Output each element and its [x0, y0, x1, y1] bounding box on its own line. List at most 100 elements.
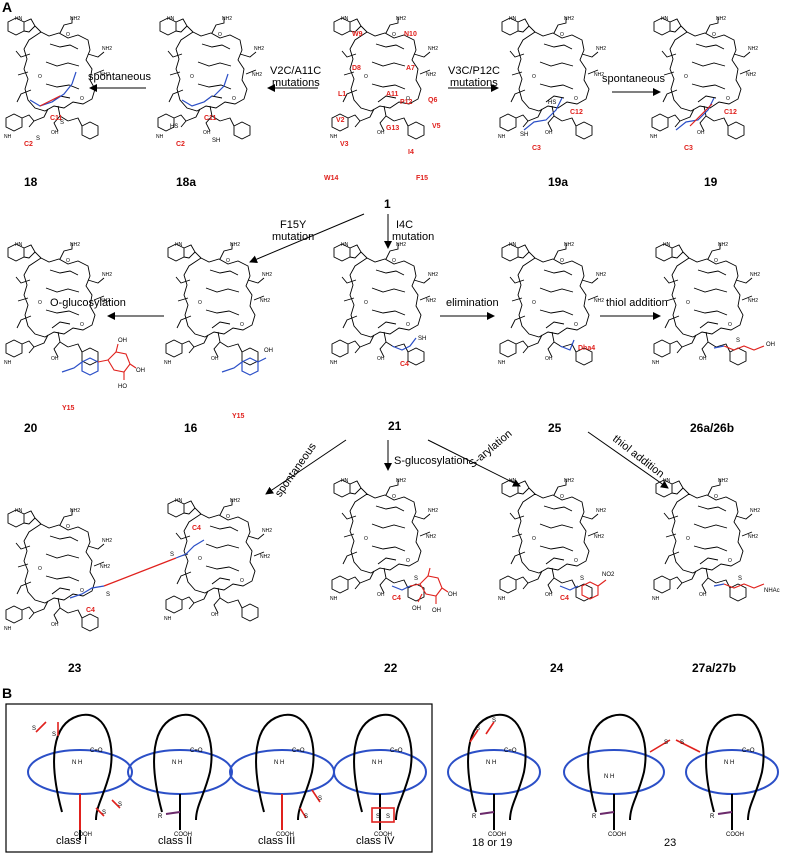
- tyrosine-16: [221, 357, 267, 376]
- ciii-s2: S: [304, 814, 308, 820]
- res-1-d8: D8: [352, 65, 361, 72]
- ciii-s1: S: [318, 796, 322, 802]
- cys-26: [713, 345, 725, 349]
- c23-s1: S: [664, 740, 668, 746]
- sh-21: SH: [418, 336, 426, 342]
- res-1-w9: W9: [352, 31, 363, 38]
- c18-nh: N H: [486, 760, 496, 766]
- compound-20: 20: [24, 421, 38, 435]
- structure-23-right: [163, 497, 273, 623]
- label-f15y-1: F15Y: [280, 219, 307, 231]
- compound-1: 1: [384, 197, 391, 211]
- cii-co: C=O: [190, 748, 203, 754]
- res-1-f15: F15: [416, 175, 428, 182]
- res-18-c2: C2: [24, 141, 33, 148]
- label-v3c-p12c-2: mutations: [450, 77, 498, 89]
- arrow-spontaneous-diag: [265, 439, 347, 495]
- thiols-18a: [181, 73, 229, 107]
- sh-19a: SH: [520, 132, 528, 138]
- structure-22: [329, 477, 439, 603]
- disulfide-19a: [523, 97, 563, 131]
- glucose-20: [97, 343, 137, 380]
- c18-co: C=O: [504, 748, 517, 754]
- cys-27: [713, 583, 725, 587]
- ci-s3: S: [118, 802, 122, 808]
- ci-nh: N H: [72, 760, 82, 766]
- ciii-co: C=O: [292, 748, 305, 754]
- s-24: S: [580, 576, 584, 582]
- cysteine-21: [391, 337, 417, 351]
- c18-r: R: [472, 814, 477, 820]
- label-thiol-addition-top: thiol addition: [606, 297, 668, 309]
- label-v3c-p12c-1: V3C/P12C: [448, 65, 500, 77]
- structure-24: [497, 477, 607, 603]
- cys-23: [69, 539, 205, 599]
- c23-nh2: N H: [724, 760, 734, 766]
- oh-22-2: OH: [432, 608, 441, 614]
- res-18-c11: C11: [50, 115, 63, 122]
- label-class-iii: class III: [258, 835, 295, 847]
- panel-a-label: A: [2, 0, 12, 15]
- res-1-v3: V3: [340, 141, 349, 148]
- dha-25: [559, 339, 575, 351]
- res-1-a11: A11: [386, 91, 399, 98]
- compound-18: 18: [24, 175, 38, 189]
- schematic-class-i: [27, 713, 133, 840]
- label-18-or-19: 18 or 19: [472, 837, 512, 849]
- tyrosine-20: [61, 357, 99, 376]
- structure-1: [329, 15, 439, 141]
- cys-24: [559, 585, 579, 591]
- res-19-c3: C3: [684, 145, 693, 152]
- schematic-class-iv: [333, 713, 427, 830]
- res-1-i4: I4: [408, 149, 414, 156]
- ciii-cooh: COOH: [276, 832, 294, 838]
- res-1-l1: L1: [338, 91, 346, 98]
- arrow-s-arylation: [427, 439, 521, 487]
- compound-16: 16: [184, 421, 198, 435]
- arrow-f15y: [249, 213, 365, 263]
- res-1-n10: N10: [404, 31, 417, 38]
- compound-27: 27a/27b: [692, 661, 736, 675]
- cii-cooh: COOH: [174, 832, 192, 838]
- structure-21: [329, 241, 439, 367]
- res-1-v5: V5: [432, 123, 441, 130]
- s-27: S: [738, 576, 742, 582]
- schematic-18-or-19: [447, 713, 541, 830]
- label-23: 23: [664, 837, 676, 849]
- ci-cooh: COOH: [74, 832, 92, 838]
- s-22: S: [414, 576, 418, 582]
- c23-nh1: N H: [604, 774, 614, 780]
- compound-22: 22: [384, 661, 398, 675]
- res-25-dha4: Dha4: [578, 345, 595, 352]
- s-26: S: [736, 338, 740, 344]
- res-1-q6: Q6: [428, 97, 437, 104]
- c23-co2: C=O: [742, 748, 755, 754]
- ss-bond-19: [689, 103, 713, 127]
- label-class-i: class I: [56, 835, 87, 847]
- civ-nh: N H: [372, 760, 382, 766]
- label-i4c-1: I4C: [396, 219, 413, 231]
- structure-19a: [497, 15, 607, 141]
- c23-s2: S: [680, 740, 684, 746]
- compound-26: 26a/26b: [690, 421, 734, 435]
- ss-bond-18: [39, 95, 61, 107]
- res-19-c12: C12: [724, 109, 737, 116]
- ci-s1: S: [32, 726, 36, 732]
- oh-20-2: OH: [136, 368, 145, 374]
- structure-16: [163, 241, 273, 367]
- label-spontaneous-diag: spontaneous: [273, 440, 319, 499]
- res-23-c4-left: C4: [86, 607, 95, 614]
- cii-r: R: [158, 814, 163, 820]
- c23-r1: R: [592, 814, 597, 820]
- res-1-a7: A7: [406, 65, 415, 72]
- label-class-iv: class IV: [356, 835, 395, 847]
- structure-19: [649, 15, 759, 141]
- hs-19a: HS: [548, 100, 556, 106]
- no2-24: NO2: [602, 572, 615, 578]
- res-23-c4-right: C4: [192, 525, 201, 532]
- label-spontaneous-left: spontaneous: [88, 71, 151, 83]
- res-1-p12: P12: [400, 99, 413, 106]
- structure-23-left: [3, 507, 113, 633]
- disulfide-18: [29, 71, 77, 107]
